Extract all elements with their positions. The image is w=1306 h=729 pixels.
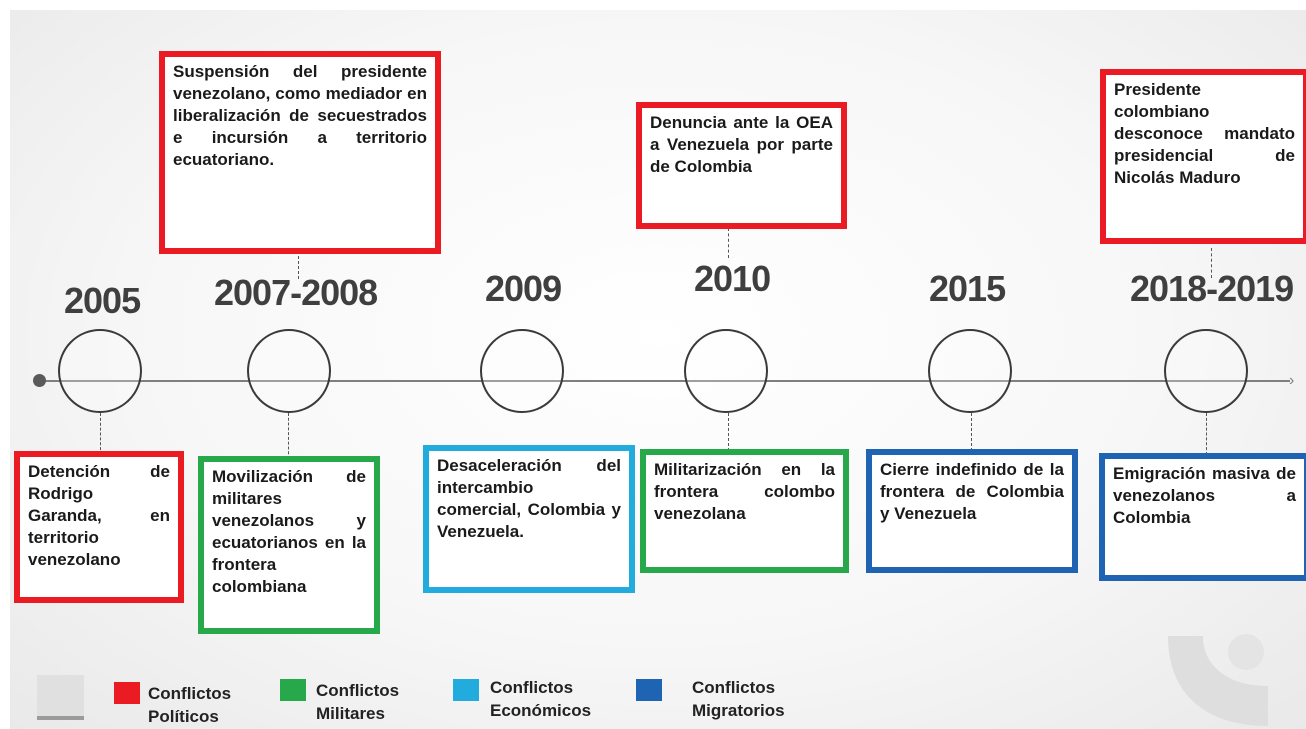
legend-label-politicos: Conflictos Políticos — [148, 684, 232, 726]
connector-line — [1206, 413, 1207, 455]
legend-swatch-economicos — [453, 679, 479, 701]
connector-line — [100, 413, 101, 455]
timeline-slide: › 2005 2007-2008 2009 2010 2015 2018-201… — [10, 10, 1306, 729]
connector-line — [728, 413, 729, 451]
event-box-2010-top: Denuncia ante la OEA a Venezuela por par… — [636, 102, 847, 229]
event-box-2007-2008: Movilización de militares venezolanos y … — [198, 456, 380, 634]
event-box-2005: Detención de Rodrigo Garanda, en territo… — [14, 451, 184, 603]
legend-swatch-militares — [280, 679, 306, 701]
arrow-right-icon: › — [1289, 372, 1295, 389]
event-box-2007-2008-top: Suspensión del presidente venezolano, co… — [159, 51, 441, 254]
legend-swatch-politicos — [114, 682, 140, 704]
legend-swatch-migratorios — [636, 679, 662, 701]
year-label-2007-2008: 2007-2008 — [214, 272, 378, 313]
timeline-node-2005 — [58, 329, 142, 413]
year-label-2018-2019: 2018-2019 — [1130, 268, 1294, 309]
timeline-node-2018-2019 — [1164, 329, 1248, 413]
connector-line — [288, 413, 289, 459]
timeline-axis — [40, 380, 1290, 382]
year-label-2005: 2005 — [64, 280, 141, 321]
legend-label-migratorios: Conflictos Migratorios — [692, 678, 785, 720]
connector-line — [298, 251, 299, 279]
timeline-node-2007-2008 — [247, 329, 331, 413]
event-box-2018-2019-top: Presidente colombiano desconoce mandato … — [1100, 69, 1306, 244]
event-box-2010: Militarización en la frontera colombo ve… — [640, 449, 849, 573]
timeline-start-dot — [33, 374, 46, 387]
legend-label-economicos: Conflictos Económicos — [490, 678, 592, 720]
connector-line — [1211, 248, 1212, 278]
legend-label-militares: Conflictos Militares — [316, 681, 400, 723]
connector-line — [971, 413, 972, 451]
timeline-node-2009 — [480, 329, 564, 413]
watermark-logo — [1168, 634, 1268, 726]
legend-placeholder — [37, 675, 84, 720]
timeline-node-2010 — [684, 329, 768, 413]
year-label-2009: 2009 — [485, 268, 562, 309]
event-box-2018-2019: Emigración masiva de venezolanos a Colom… — [1099, 453, 1306, 581]
event-box-2009: Desaceleración del intercambio comercial… — [423, 445, 635, 593]
timeline-node-2015 — [928, 329, 1012, 413]
legend-placeholder-line — [37, 716, 84, 720]
year-label-2010: 2010 — [694, 258, 771, 299]
year-label-2015: 2015 — [929, 268, 1006, 309]
event-box-2015: Cierre indefinido de la frontera de Colo… — [866, 449, 1078, 573]
connector-line — [728, 228, 729, 258]
